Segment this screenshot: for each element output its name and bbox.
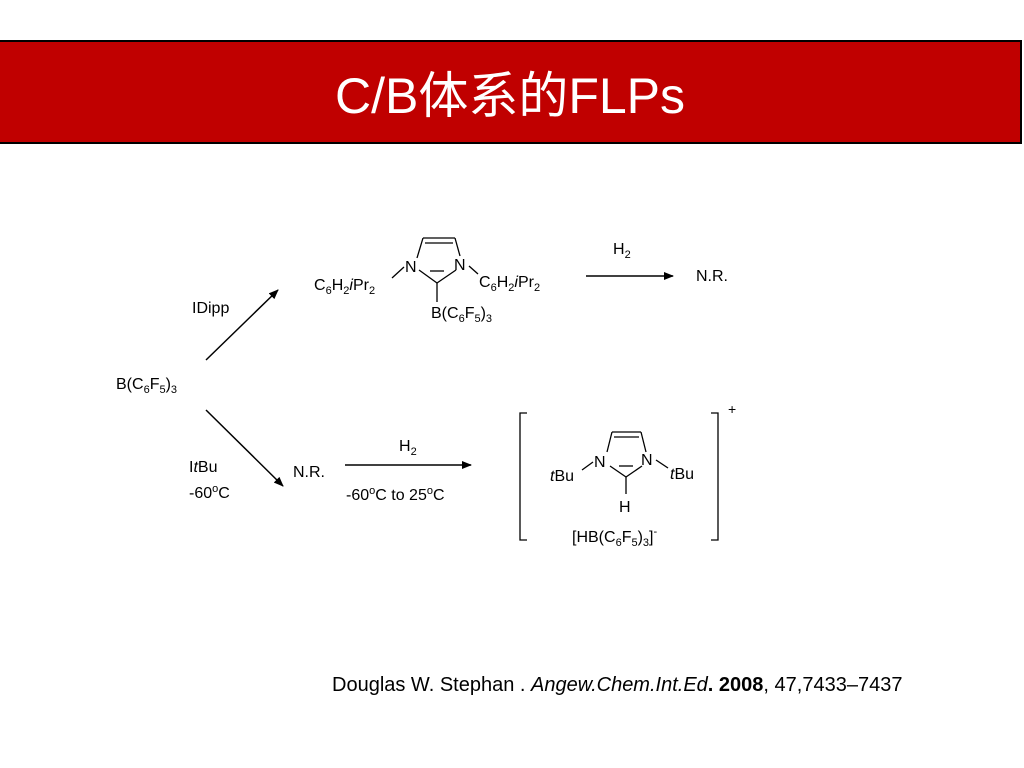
upper-h2-label: H2 [613, 241, 631, 261]
lower-ring-n-left: N [594, 454, 606, 471]
lower-tbu-left: tBu [550, 468, 574, 485]
citation-authors: Douglas W. Stephan . [332, 674, 532, 696]
start-borane: B(C6F5)3 [116, 376, 177, 396]
citation-year: 2008 [713, 674, 764, 696]
lower-ring-n-right: N [641, 452, 653, 469]
upper-substituent-right: C6H2iPr2 [479, 274, 540, 294]
lower-ion-pair-structure: + N N tBu tBu H [HB(C6F5)3]- [519, 401, 736, 549]
cation-charge: + [728, 401, 736, 417]
citation-dot: . [707, 674, 714, 696]
upper-ring-n-right: N [454, 257, 466, 274]
slide-title: C/B体系的FLPs [334, 68, 686, 124]
upper-adduct-structure: N N C6H2iPr2 C6H2iPr2 B(C6F5)3 [314, 237, 540, 325]
upper-ring-n-left: N [405, 259, 417, 276]
lower-tbu-right: tBu [670, 466, 694, 483]
citation-journal: Angew.Chem.Int.Ed [531, 674, 708, 696]
upper-adduct-borane: B(C6F5)3 [431, 305, 492, 325]
upper-result: N.R. [696, 268, 728, 285]
upper-substituent-left: C6H2iPr2 [314, 277, 375, 297]
citation-volume-pages: , 47,7433–7437 [763, 674, 903, 696]
lower-ring-hydrogen: H [619, 499, 631, 516]
bracket-left [519, 412, 527, 541]
citation: Douglas W. Stephan . Angew.Chem.Int.Ed. … [332, 674, 902, 697]
bracket-right [711, 412, 719, 541]
lower-conditions-second: -60oC to 25oC [346, 485, 445, 504]
lower-h2-label: H2 [399, 438, 417, 458]
lower-reagent-label: ItBu [189, 459, 217, 476]
arrow-upper-diagonal [205, 289, 279, 361]
lower-intermediate-result: N.R. [293, 464, 325, 481]
arrow-lower-diagonal [205, 409, 284, 487]
title-bar: C/B体系的FLPs [0, 40, 1022, 144]
borate-anion: [HB(C6F5)3]- [572, 526, 658, 549]
lower-conditions-first: -60oC [189, 483, 230, 502]
upper-reagent-label: IDipp [192, 300, 229, 317]
